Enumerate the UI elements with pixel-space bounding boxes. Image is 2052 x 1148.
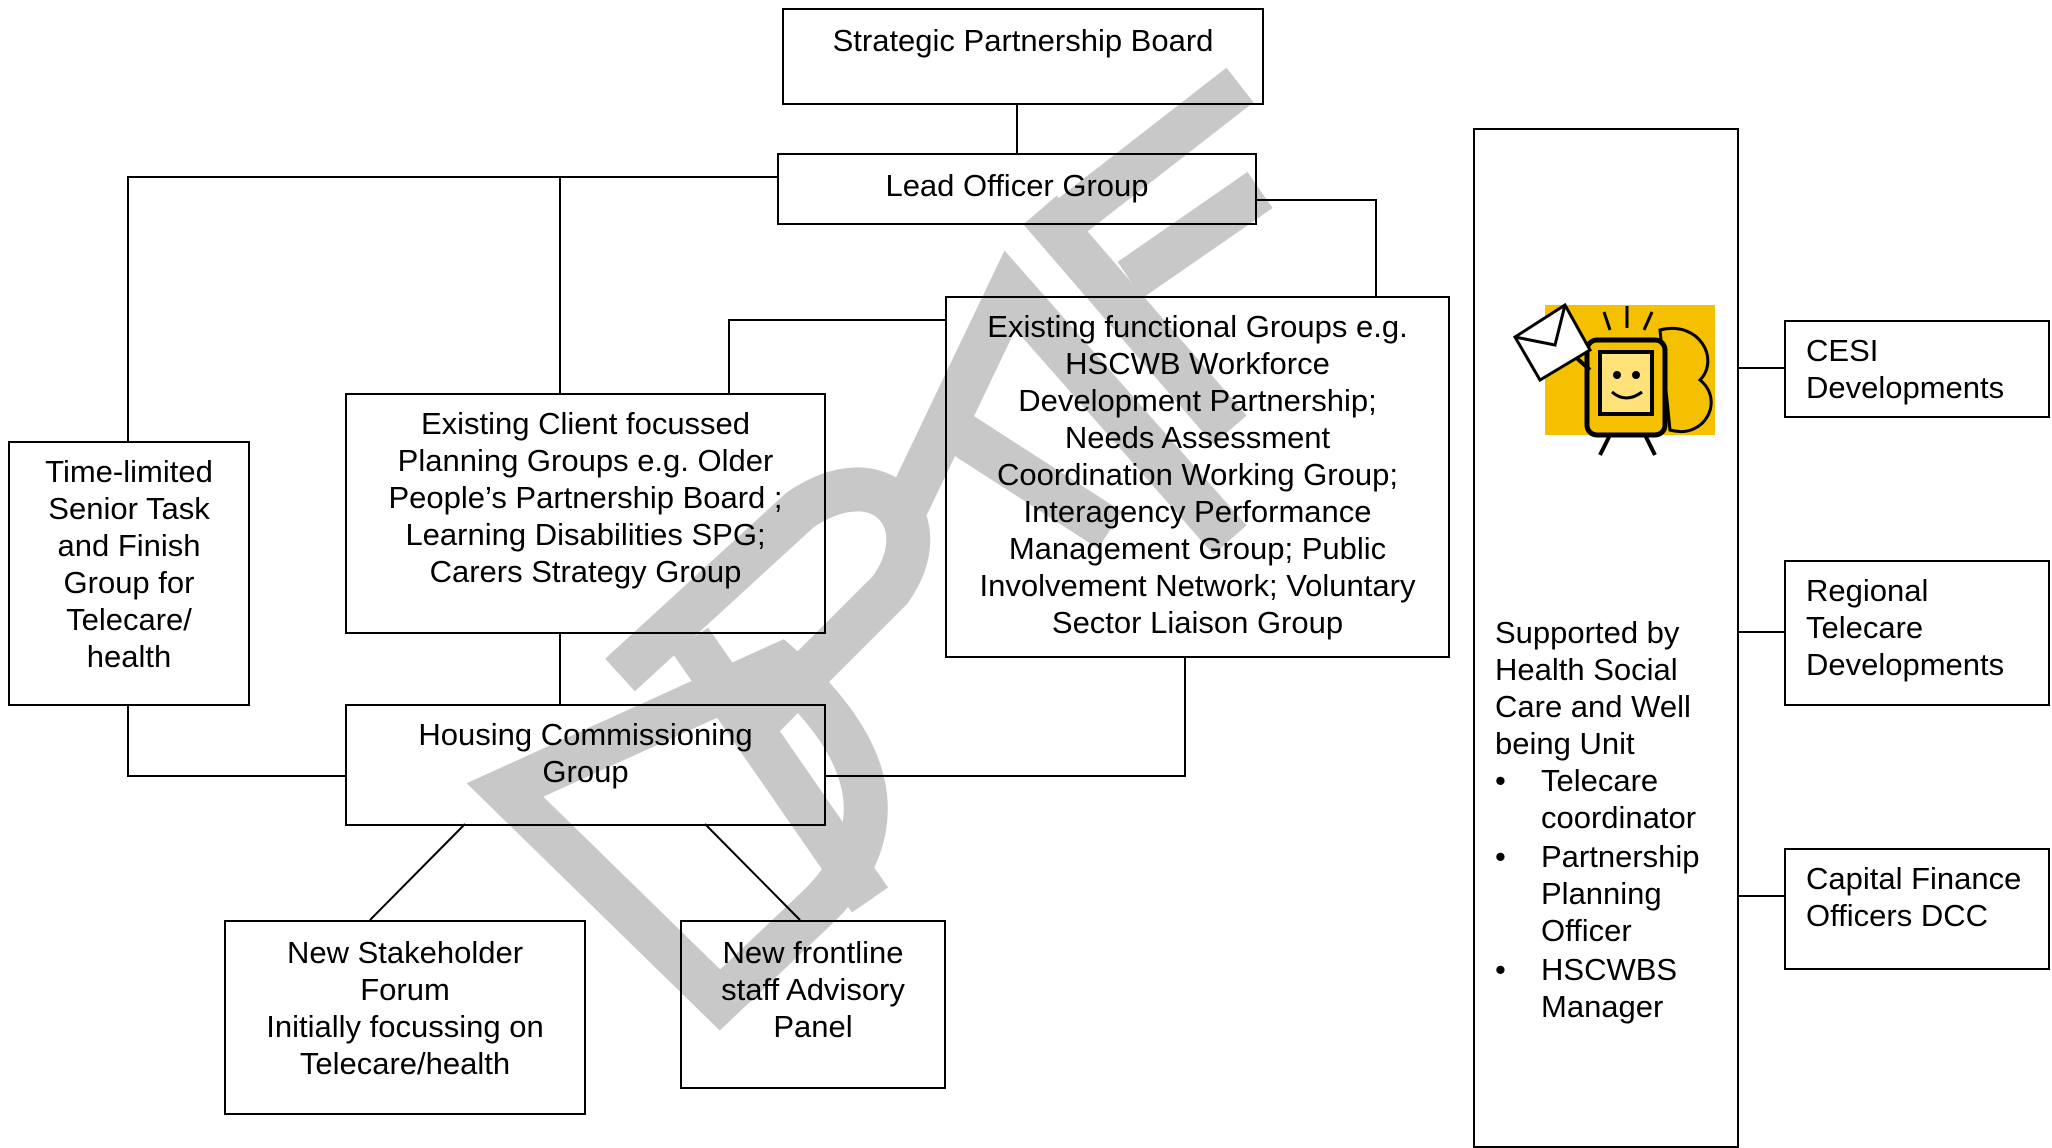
frontline-advisory-panel-label: New frontline staff Advisory Panel xyxy=(721,935,905,1044)
client-planning-groups-label: Existing Client focussed Planning Groups… xyxy=(388,406,783,589)
strategic-partnership-board-label: Strategic Partnership Board xyxy=(832,23,1214,58)
lead-officer-group-label: Lead Officer Group xyxy=(885,168,1149,203)
connector-lines xyxy=(127,103,1784,921)
regional-telecare-label: Regional Telecare Developments xyxy=(1806,573,2005,682)
housing-commissioning-group-label: Housing Commissioning Group xyxy=(418,717,753,789)
cesi-developments-box: CESI Developments xyxy=(1784,320,2050,418)
capital-finance-label: Capital Finance Officers DCC xyxy=(1806,861,2022,933)
support-staff-list: Telecare coordinator Partnership Plannin… xyxy=(1495,762,1725,1025)
mail-device-icon xyxy=(1512,302,1715,456)
support-unit-box: Supported by Health Social Care and Well… xyxy=(1473,128,1739,1148)
functional-groups-box: Existing functional Groups e.g. HSCWB Wo… xyxy=(945,296,1450,658)
frontline-advisory-panel-box: New frontline staff Advisory Panel xyxy=(680,920,946,1089)
support-item-telecare-coordinator: Telecare coordinator xyxy=(1495,762,1725,836)
regional-telecare-box: Regional Telecare Developments xyxy=(1784,560,2050,706)
client-planning-groups-box: Existing Client focussed Planning Groups… xyxy=(345,393,826,634)
cesi-developments-label: CESI Developments xyxy=(1806,333,2005,405)
housing-commissioning-group-box: Housing Commissioning Group xyxy=(345,704,826,826)
strategic-partnership-board-box: Strategic Partnership Board xyxy=(782,8,1264,105)
task-finish-group-box: Time-limited Senior Task and Finish Grou… xyxy=(8,441,250,706)
task-finish-group-label: Time-limited Senior Task and Finish Grou… xyxy=(45,454,213,674)
capital-finance-box: Capital Finance Officers DCC xyxy=(1784,848,2050,970)
draft-watermark xyxy=(466,67,1273,1031)
stakeholder-forum-box: New Stakeholder Forum Initially focussin… xyxy=(224,920,586,1115)
support-item-hscwbs-manager: HSCWBS Manager xyxy=(1495,951,1725,1025)
stakeholder-forum-label: New Stakeholder Forum Initially focussin… xyxy=(266,935,544,1081)
support-item-partnership-planning-officer: Partnership Planning Officer xyxy=(1495,838,1725,949)
functional-groups-label: Existing functional Groups e.g. HSCWB Wo… xyxy=(979,309,1416,640)
lead-officer-group-box: Lead Officer Group xyxy=(777,153,1257,225)
support-unit-heading: Supported by Health Social Care and Well… xyxy=(1495,615,1691,761)
